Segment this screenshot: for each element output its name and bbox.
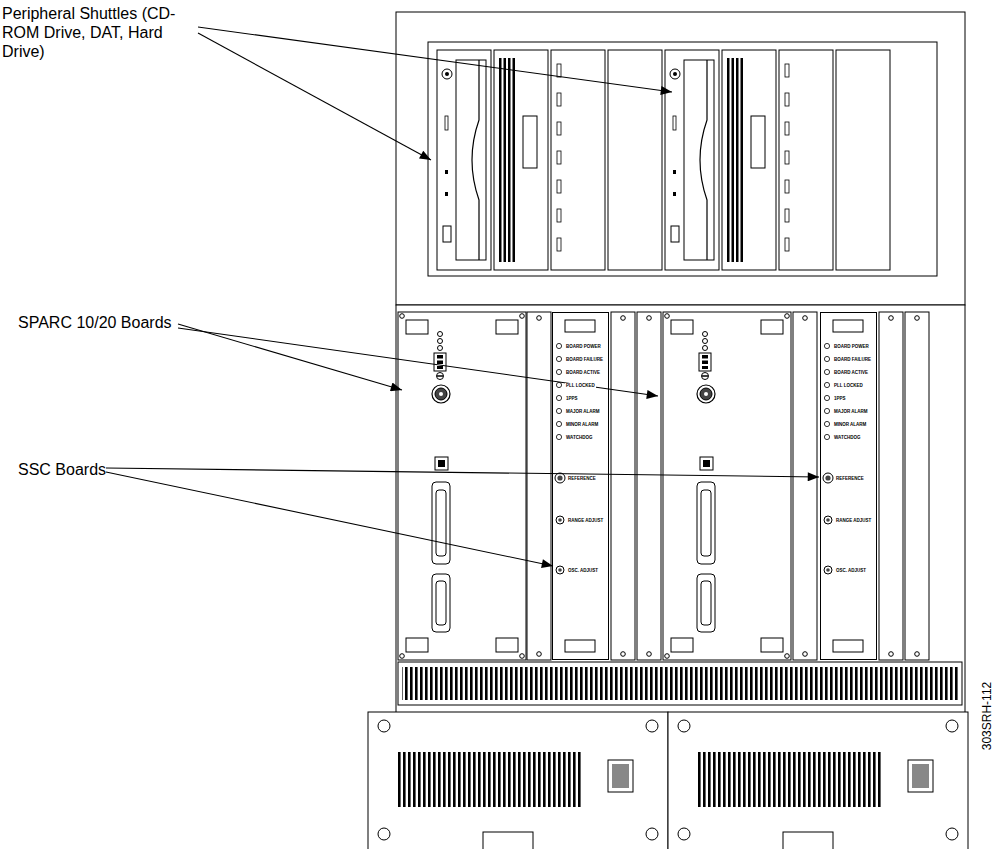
- peripheral-shuttle-part: [779, 50, 833, 270]
- board-rack-part: [879, 312, 903, 660]
- peripheral-shuttle-part: [557, 64, 561, 251]
- peripheral-shuttle-part: [670, 60, 714, 260]
- indicator-label: PLL LOCKED: [833, 383, 864, 389]
- control-label: OSC. ADJUST: [835, 568, 867, 574]
- indicator-label: BOARD FAILURE: [833, 357, 872, 363]
- vent-grille: [398, 662, 962, 705]
- cabinet-part: [396, 305, 965, 713]
- control-label: RANGE ADJUST: [567, 518, 604, 524]
- vent-grille-part: [398, 662, 962, 705]
- indicator-label: BOARD ACTIVE: [565, 370, 601, 376]
- peripheral-shuttle-part: [727, 58, 765, 262]
- peripheral-shuttle-part: [437, 50, 491, 270]
- indicator-label: MAJOR ALARM: [833, 409, 869, 415]
- indicator-label: BOARD POWER: [565, 344, 602, 350]
- indicator-label: 1PPS: [833, 396, 847, 402]
- control-label: OSC. ADJUST: [567, 568, 599, 574]
- board-rack-part: [398, 312, 526, 660]
- vent-grille-part: [402, 667, 958, 700]
- indicator-label: WATCHDOG: [833, 435, 861, 441]
- leader-line-part: [178, 324, 402, 390]
- indicator-label: BOARD POWER: [833, 344, 870, 350]
- callout-label: Peripheral Shuttles (CD-ROM Drive, DAT, …: [2, 4, 180, 61]
- leader-line-part: [106, 468, 819, 477]
- power-supply-part: [368, 712, 668, 849]
- leader-line-part: [198, 27, 672, 92]
- peripheral-shuttle-part: [551, 50, 605, 270]
- peripheral-shuttle-part: [494, 50, 548, 270]
- board-rack-part: [793, 312, 817, 660]
- indicator-label: WATCHDOG: [565, 435, 593, 441]
- board-rack-part: [905, 312, 929, 660]
- peripheral-shuttle-part: [785, 64, 789, 251]
- board-rack: [398, 312, 929, 660]
- peripheral-shuttle-part: [442, 60, 486, 260]
- indicator-label: BOARD FAILURE: [565, 357, 604, 363]
- board-rack-part: [637, 312, 661, 660]
- peripheral-shuttle-part: [499, 58, 537, 262]
- board-rack-part: [820, 312, 877, 660]
- control-label: REFERENCE: [835, 476, 865, 482]
- callout-label: SPARC 10/20 Boards: [18, 313, 218, 332]
- control-label: REFERENCE: [567, 476, 597, 482]
- indicator-label: MINOR ALARM: [565, 422, 599, 428]
- leader-line: [106, 27, 819, 566]
- indicator-label: BOARD ACTIVE: [833, 370, 869, 376]
- control-label: RANGE ADJUST: [835, 518, 872, 524]
- callout-label: SSC Boards: [18, 460, 168, 479]
- cabinet: [396, 12, 965, 713]
- indicator-label: MAJOR ALARM: [565, 409, 601, 415]
- leader-line-part: [106, 472, 553, 566]
- power-supply-part: [668, 712, 968, 849]
- indicator-label: MINOR ALARM: [833, 422, 867, 428]
- board-rack-part: [552, 312, 609, 660]
- power-supply: [368, 712, 968, 849]
- cabinet-part: [428, 42, 937, 276]
- leader-line-part: [178, 328, 658, 396]
- leader-line-part: [198, 33, 431, 160]
- peripheral-shuttle-part: [836, 50, 890, 270]
- board-rack-part: [611, 312, 635, 660]
- indicator-label: 1PPS: [565, 396, 579, 402]
- cabinet-part: [396, 12, 965, 305]
- board-rack-part: [527, 312, 551, 660]
- board-panel: BOARD POWER BOARD FAILURE BOARD ACTIVE PLL …: [820, 312, 877, 660]
- peripheral-shuttle-part: [608, 50, 662, 270]
- peripheral-shuttle: [437, 50, 890, 270]
- indicator-label: PLL LOCKED: [565, 383, 596, 389]
- peripheral-shuttle-part: [722, 50, 776, 270]
- figure-number: 303SRH-112: [980, 682, 994, 750]
- board-panel: BOARD POWER BOARD FAILURE BOARD ACTIVE PLL …: [552, 312, 609, 660]
- peripheral-shuttle-part: [665, 50, 719, 270]
- board-rack-part: [663, 312, 791, 660]
